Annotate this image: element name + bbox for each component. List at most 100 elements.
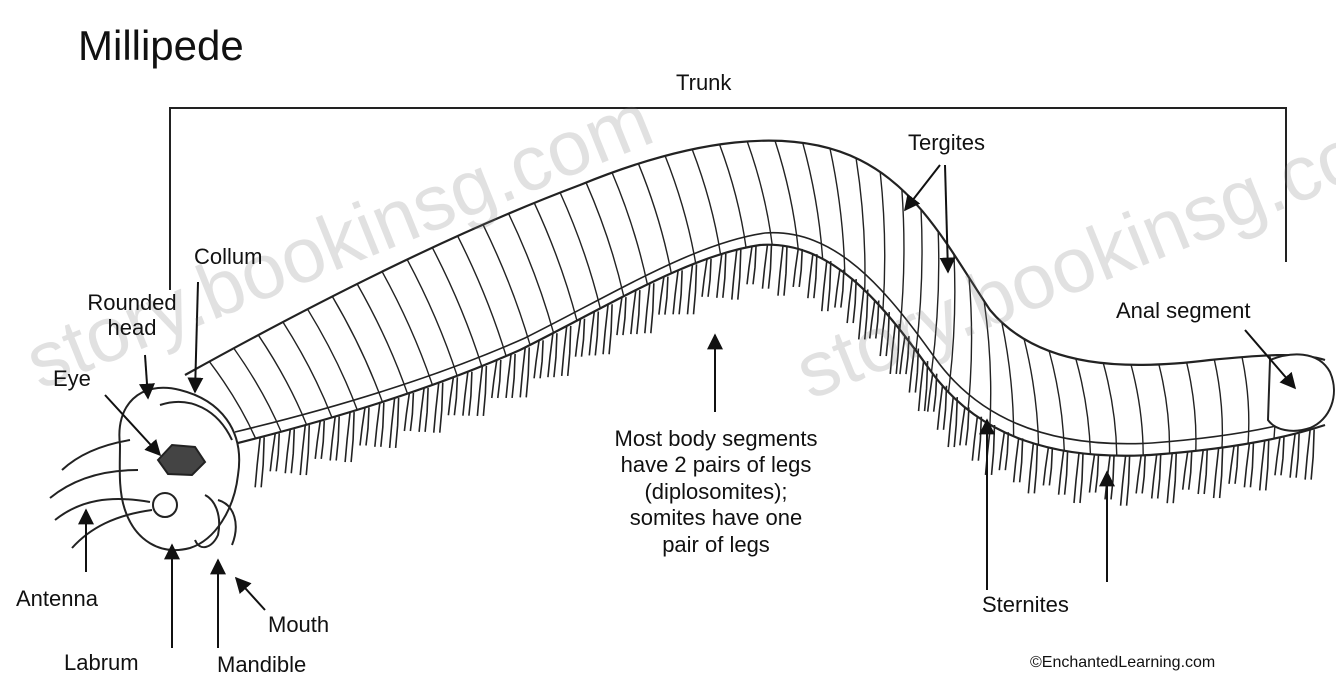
- leg: [330, 417, 335, 461]
- leg: [799, 249, 802, 287]
- segment-line: [638, 164, 671, 274]
- leg: [576, 319, 581, 357]
- segment-line: [560, 193, 600, 309]
- leg: [512, 354, 515, 398]
- leg: [747, 246, 752, 284]
- leg: [687, 264, 692, 314]
- leg: [448, 377, 453, 415]
- leg: [762, 245, 767, 289]
- leg: [1059, 451, 1064, 495]
- leg: [360, 407, 365, 445]
- leg: [582, 319, 585, 357]
- leg: [623, 297, 626, 335]
- body-ventral-outline: [230, 245, 1325, 456]
- leg: [822, 261, 827, 311]
- segment-line: [747, 141, 772, 244]
- segment-line: [1187, 363, 1196, 451]
- leg: [645, 283, 650, 333]
- leg: [1266, 440, 1269, 490]
- segment-line: [830, 148, 845, 273]
- anal-segment-shape: [1268, 354, 1334, 430]
- segment-line: [283, 322, 332, 417]
- leg: [738, 250, 741, 300]
- leg: [1260, 440, 1265, 490]
- leg: [960, 407, 965, 445]
- leg: [548, 333, 553, 377]
- segment-line: [931, 231, 938, 372]
- leg: [651, 283, 654, 333]
- segment-line: [692, 149, 720, 254]
- label-tergites: Tergites: [908, 130, 985, 155]
- leg: [1173, 453, 1176, 503]
- leg: [1183, 452, 1188, 490]
- leg: [375, 403, 380, 447]
- head: [119, 388, 239, 550]
- leg: [708, 259, 711, 297]
- leg: [291, 429, 294, 473]
- segment-line: [308, 309, 358, 410]
- leg: [477, 366, 482, 416]
- leg: [1020, 438, 1023, 482]
- label-trunk: Trunk: [676, 70, 731, 95]
- leg: [1080, 453, 1083, 503]
- leg: [506, 354, 511, 398]
- leg: [1158, 455, 1161, 499]
- label-collum: Collum: [194, 244, 262, 269]
- leg: [390, 398, 395, 448]
- leg: [880, 312, 885, 356]
- leg: [890, 324, 895, 374]
- leg: [276, 433, 279, 471]
- leg: [554, 333, 557, 377]
- leg: [483, 366, 486, 416]
- segment-line: [612, 173, 647, 285]
- leg: [673, 270, 678, 314]
- credit-text: ©EnchantedLearning.com: [1030, 654, 1215, 672]
- segment-line: [720, 144, 746, 247]
- leg: [1290, 434, 1295, 478]
- label-antenna: Antenna: [16, 586, 98, 611]
- leg: [1244, 443, 1249, 487]
- leg: [1111, 455, 1114, 499]
- leg: [1198, 450, 1203, 494]
- leg: [1305, 430, 1310, 480]
- segment-line: [900, 189, 904, 329]
- trunk-bracket: [170, 108, 1286, 290]
- leg: [492, 360, 497, 398]
- arrow-mouth: [236, 578, 265, 610]
- leg: [381, 403, 384, 447]
- segment-line: [357, 284, 407, 394]
- leg: [1281, 437, 1284, 475]
- leg: [943, 386, 946, 430]
- leg: [603, 304, 608, 354]
- leg: [351, 412, 354, 462]
- leg: [396, 398, 399, 448]
- leg: [425, 388, 428, 432]
- segment-line: [1159, 365, 1170, 454]
- leg: [909, 349, 914, 393]
- leg: [1095, 455, 1098, 493]
- segment-line: [534, 203, 577, 321]
- leg: [1152, 455, 1157, 499]
- leg: [321, 421, 324, 459]
- leg: [617, 297, 622, 335]
- label-rounded-head-line1: Rounded: [87, 290, 176, 315]
- leg: [469, 372, 472, 416]
- leg: [568, 326, 571, 376]
- leg: [900, 336, 905, 374]
- leg: [1028, 443, 1033, 493]
- leg: [835, 270, 840, 308]
- leg: [1250, 443, 1253, 487]
- label-labrum: Labrum: [64, 650, 139, 675]
- leg: [1229, 446, 1234, 484]
- segment-line: [458, 236, 506, 356]
- segment-line: [948, 254, 954, 392]
- leg: [659, 277, 664, 315]
- leg: [853, 279, 856, 323]
- segment-line: [382, 272, 432, 385]
- leg: [693, 264, 696, 314]
- leg: [859, 289, 864, 339]
- label-sternites: Sternites: [982, 592, 1069, 617]
- leg: [595, 311, 598, 355]
- leg: [732, 250, 737, 300]
